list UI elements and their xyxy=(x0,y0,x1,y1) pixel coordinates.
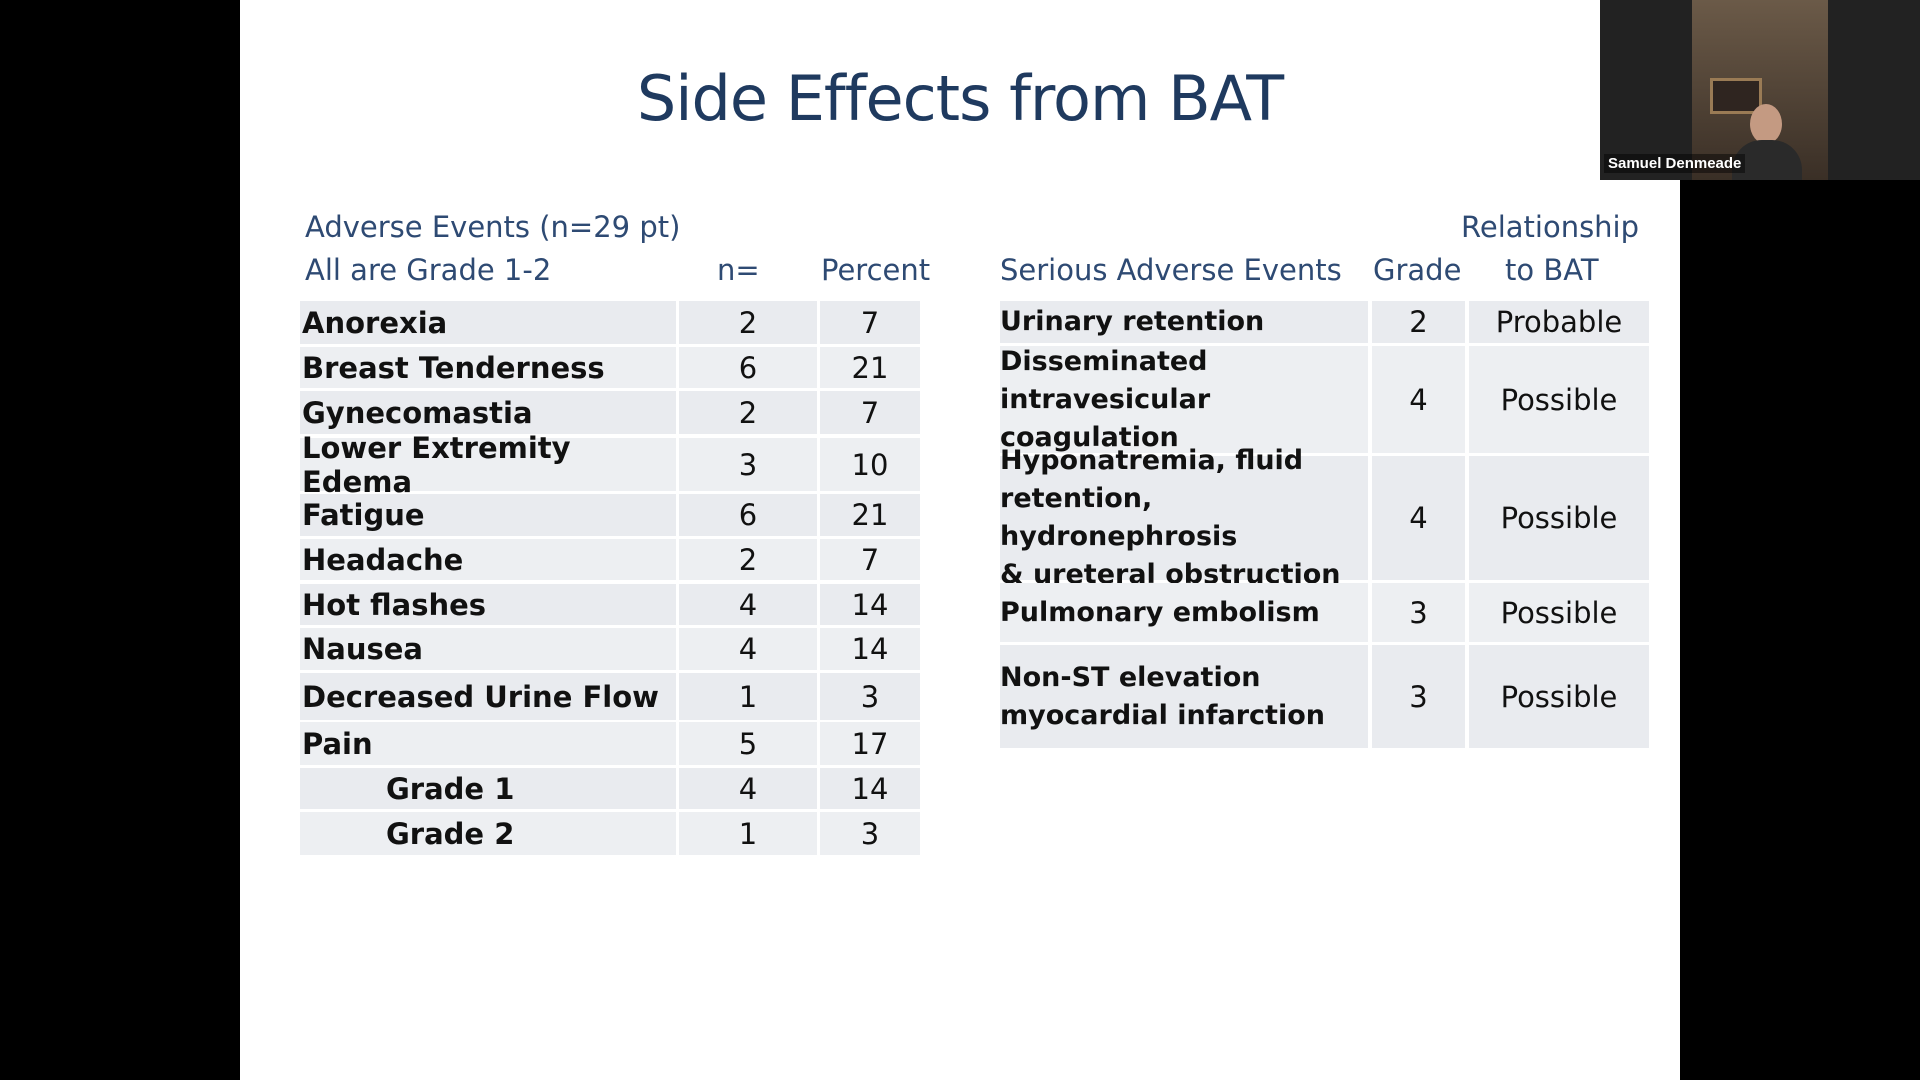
serious-event-relationship-cell: Possible xyxy=(1469,583,1649,642)
adverse-event-label-cell: Lower Extremity Edema xyxy=(300,431,676,499)
adverse-event-n-cell: 1 xyxy=(679,812,817,855)
serious-event-line: Hyponatremia, fluid xyxy=(1000,445,1304,476)
adverse-event-n-cell: 2 xyxy=(679,301,817,344)
adverse-event-label-cell: Grade 1 xyxy=(300,768,676,809)
serious-event-event-cell: Non-ST elevation myocardial infarction xyxy=(1000,645,1368,748)
adverse-event-percent-cell: 7 xyxy=(820,391,920,434)
wall-picture xyxy=(1710,78,1762,114)
adverse-event-label-cell: Breast Tenderness xyxy=(300,347,676,388)
adverse-event-label-cell: Nausea xyxy=(300,628,676,670)
serious-event-event-cell: Pulmonary embolism xyxy=(1000,583,1368,642)
adverse-events-header: Adverse Events (n=29 pt) xyxy=(305,210,681,244)
relationship-header-line2: to BAT xyxy=(1505,253,1599,287)
adverse-event-n-cell: 3 xyxy=(679,438,817,491)
n-column-header: n= xyxy=(717,253,760,287)
participant-video xyxy=(1692,0,1828,180)
slide-title: Side Effects from BAT xyxy=(636,62,1284,135)
adverse-event-label-cell: Decreased Urine Flow xyxy=(300,673,676,720)
adverse-event-percent-cell: 7 xyxy=(820,539,920,580)
grade-column-header: Grade xyxy=(1373,253,1462,287)
adverse-event-label-cell: Fatigue xyxy=(300,494,676,536)
adverse-event-percent-cell: 14 xyxy=(820,628,920,670)
percent-column-header: Percent xyxy=(821,253,931,287)
serious-event-relationship-cell: Possible xyxy=(1469,456,1649,580)
serious-adverse-events-header: Serious Adverse Events xyxy=(1000,253,1342,287)
adverse-event-percent-cell: 3 xyxy=(820,812,920,855)
serious-event-line: Pulmonary embolism xyxy=(1000,596,1320,628)
serious-event-line: Disseminated intravesicular xyxy=(1000,345,1211,415)
serious-event-line: myocardial infarction xyxy=(1000,699,1325,731)
adverse-event-percent-cell: 14 xyxy=(820,584,920,625)
adverse-event-n-cell: 4 xyxy=(679,584,817,625)
adverse-event-percent-cell: 21 xyxy=(820,347,920,388)
grade-note-header: All are Grade 1-2 xyxy=(305,253,552,287)
adverse-event-percent-cell: 17 xyxy=(820,722,920,765)
serious-event-line: coagulation xyxy=(1000,421,1179,453)
adverse-event-percent-cell: 10 xyxy=(820,438,920,491)
adverse-event-n-cell: 2 xyxy=(679,391,817,434)
serious-event-event-cell: Disseminated intravesicular coagulation xyxy=(1000,346,1368,453)
serious-event-grade-cell: 4 xyxy=(1372,346,1465,453)
adverse-event-label-cell: Anorexia xyxy=(300,301,676,344)
participant-name-label: Samuel Denmeade xyxy=(1604,154,1746,173)
serious-event-event-cell: Urinary retention xyxy=(1000,301,1368,343)
serious-event-relationship-cell: Probable xyxy=(1469,301,1649,343)
adverse-event-label-cell: Gynecomastia xyxy=(300,391,676,434)
serious-event-line: Non-ST elevation xyxy=(1000,661,1261,693)
serious-event-grade-cell: 2 xyxy=(1372,301,1465,343)
presentation-slide: Side Effects from BAT Adverse Events (n=… xyxy=(240,0,1680,1080)
participant-video-tile[interactable]: Samuel Denmeade xyxy=(1600,0,1920,180)
serious-event-relationship-cell: Possible xyxy=(1469,645,1649,748)
serious-event-grade-cell: 4 xyxy=(1372,456,1465,580)
adverse-event-n-cell: 4 xyxy=(679,768,817,809)
adverse-event-n-cell: 1 xyxy=(679,673,817,720)
participant-head xyxy=(1750,104,1782,144)
adverse-event-n-cell: 4 xyxy=(679,628,817,670)
serious-event-grade-cell: 3 xyxy=(1372,645,1465,748)
relationship-header-line1: Relationship xyxy=(1461,210,1640,244)
adverse-event-label-cell: Hot flashes xyxy=(300,584,676,625)
adverse-event-label-cell: Pain xyxy=(300,722,676,765)
serious-event-event-cell: Hyponatremia, fluid retention, hydronephr… xyxy=(1000,445,1368,590)
adverse-event-label-cell: Grade 2 xyxy=(300,812,676,855)
adverse-event-n-cell: 6 xyxy=(679,494,817,536)
adverse-event-percent-cell: 7 xyxy=(820,301,920,344)
adverse-event-percent-cell: 3 xyxy=(820,673,920,720)
adverse-event-n-cell: 5 xyxy=(679,722,817,765)
serious-event-grade-cell: 3 xyxy=(1372,583,1465,642)
adverse-event-percent-cell: 21 xyxy=(820,494,920,536)
adverse-event-percent-cell: 14 xyxy=(820,768,920,809)
adverse-event-label-cell: Headache xyxy=(300,539,676,580)
adverse-event-n-cell: 6 xyxy=(679,347,817,388)
serious-event-line: retention, hydronephrosis xyxy=(1000,483,1238,552)
serious-event-relationship-cell: Possible xyxy=(1469,346,1649,453)
participant-body xyxy=(1732,140,1802,180)
adverse-event-n-cell: 2 xyxy=(679,539,817,580)
serious-event-line: Urinary retention xyxy=(1000,306,1265,337)
